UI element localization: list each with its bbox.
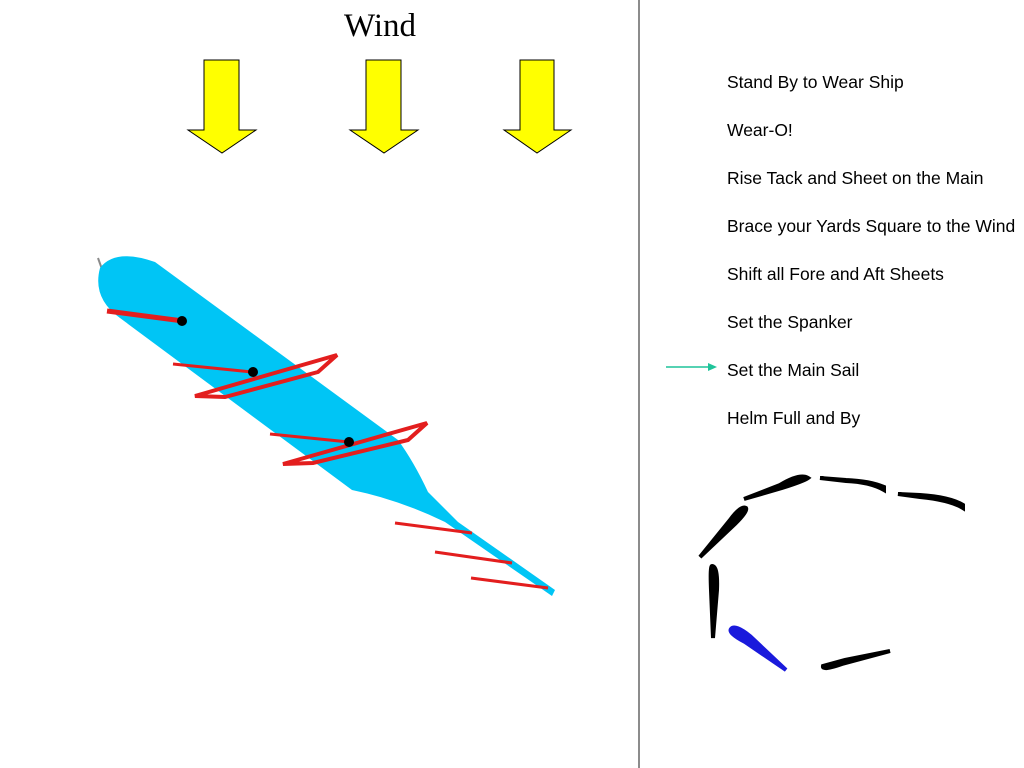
command-item[interactable]: Shift all Fore and Aft Sheets — [727, 264, 944, 284]
current-step-arrow-icon — [666, 363, 717, 371]
mizzen-sail-outline — [282, 421, 429, 466]
fore-yard — [106, 308, 184, 324]
fore-mast — [177, 316, 187, 326]
main-sail-outline — [194, 353, 339, 400]
ship-silhouette-icon — [897, 492, 965, 512]
mizzen-mast — [344, 437, 354, 447]
spanker-boom — [434, 550, 513, 565]
wind-arrow-icon — [502, 59, 573, 154]
mizzen-yards — [269, 421, 429, 466]
ship-diagram-canvas — [97, 59, 573, 596]
main-yards — [172, 353, 339, 400]
ship-silhouette-icon — [708, 563, 720, 639]
command-item[interactable]: Wear-O! — [727, 120, 793, 140]
ship — [97, 256, 555, 596]
wind-arrow-icon — [348, 59, 420, 154]
wind-arrow-icon — [186, 59, 258, 154]
spanker-boom — [470, 576, 549, 590]
wind-arrows — [186, 59, 573, 154]
command-list: Stand By to Wear Ship Wear-O! Rise Tack … — [727, 70, 1015, 454]
spanker-boom — [394, 521, 473, 535]
ship-hull — [98, 256, 555, 596]
panel-divider — [638, 0, 640, 768]
command-item[interactable]: Brace your Yards Square to the Wind — [727, 216, 1016, 236]
active-ship-silhouette-icon — [728, 625, 788, 672]
command-item-current[interactable]: Set the Main Sail — [727, 360, 860, 380]
ship-silhouette-icon — [698, 505, 749, 559]
mizzen-yard-line — [269, 432, 350, 444]
command-item[interactable]: Helm Full and By — [727, 408, 861, 428]
command-item[interactable]: Rise Tack and Sheet on the Main — [727, 168, 984, 188]
main-mast — [248, 367, 258, 377]
command-item[interactable]: Set the Spanker — [727, 312, 853, 332]
ship-silhouette-icon — [821, 649, 891, 671]
ship-silhouette-icon — [819, 476, 886, 494]
spanker-booms — [394, 521, 549, 590]
main-yard-line — [172, 362, 253, 374]
command-item[interactable]: Stand By to Wear Ship — [727, 72, 904, 92]
wind-label: Wind — [344, 8, 416, 44]
ship-silhouette-icon — [743, 474, 812, 501]
